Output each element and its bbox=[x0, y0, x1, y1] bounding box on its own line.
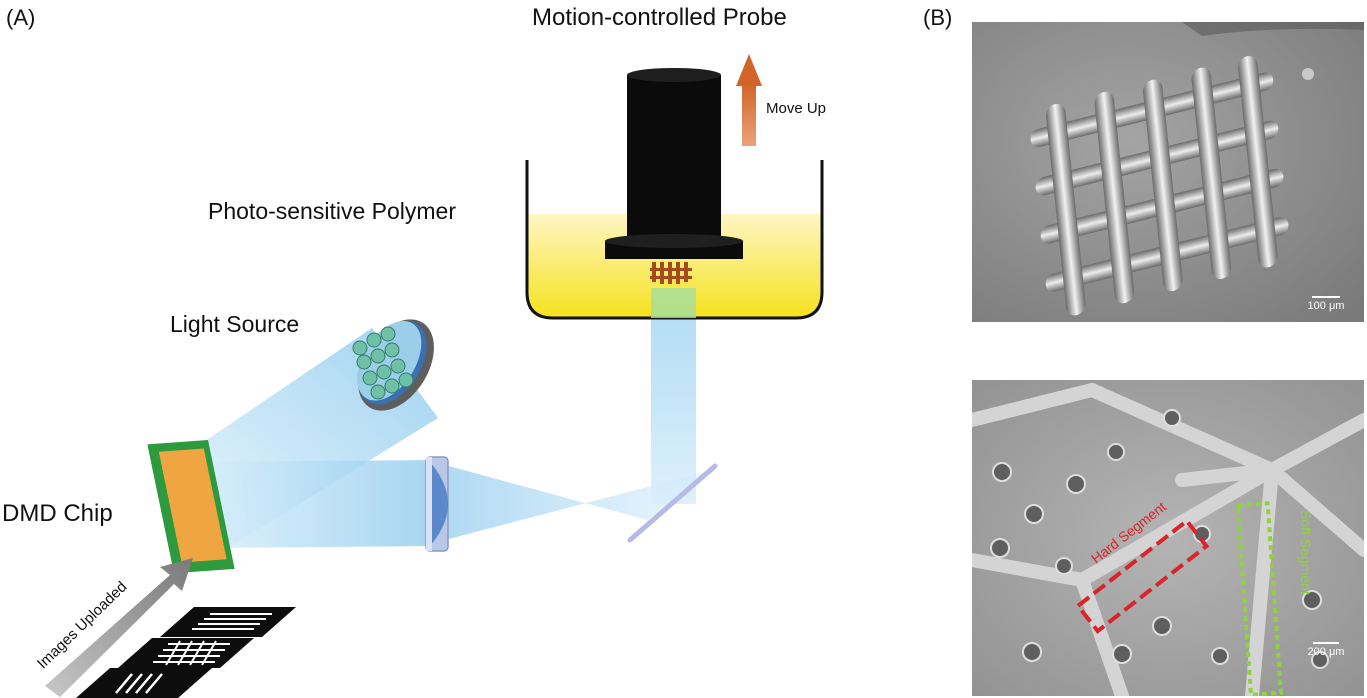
probe-cylinder bbox=[627, 75, 721, 255]
lens bbox=[425, 456, 449, 552]
panel-a-label: (A) bbox=[6, 5, 36, 30]
uploaded-image-3 bbox=[76, 668, 212, 698]
images-arrow bbox=[45, 558, 193, 697]
scale-label-100: 100 μm bbox=[1307, 300, 1345, 312]
uploaded-image-2 bbox=[118, 638, 254, 668]
scale-label-200: 200 μm bbox=[1307, 646, 1345, 658]
move-up-arrow-head bbox=[736, 54, 762, 86]
setup-schematic bbox=[45, 54, 824, 698]
move-up-arrow-shaft bbox=[742, 84, 756, 146]
printed-scaffold bbox=[650, 262, 692, 284]
resin bbox=[527, 214, 822, 318]
uploaded-image-1 bbox=[160, 607, 296, 637]
probe-plate-top bbox=[605, 234, 743, 248]
sem-image-network: Hard Segment Soft Segment 200 μm bbox=[972, 380, 1364, 696]
led-array bbox=[352, 326, 414, 400]
vertical-beam bbox=[651, 288, 696, 504]
scale-bar-100: 100 μm bbox=[1298, 296, 1354, 312]
probe-title: Motion-controlled Probe bbox=[532, 4, 787, 31]
polymer-label: Photo-sensitive Polymer bbox=[208, 198, 456, 224]
light-source-label: Light Source bbox=[170, 311, 300, 337]
panel-b-label: (B) bbox=[923, 5, 953, 30]
converging-beam bbox=[445, 465, 720, 540]
sem-image-lattice: 100 μm bbox=[972, 22, 1364, 322]
mirror bbox=[627, 463, 718, 543]
dmd-chip bbox=[147, 439, 235, 574]
soft-segment-label: Soft Segment bbox=[1298, 510, 1314, 595]
beam-in-resin bbox=[651, 288, 696, 318]
scale-bar-200: 200 μm bbox=[1298, 642, 1354, 658]
move-up-label: Move Up bbox=[766, 100, 827, 117]
probe-top bbox=[627, 68, 721, 82]
dmd-lens-beam bbox=[195, 460, 437, 548]
dmd-chip-label: DMD Chip bbox=[2, 500, 113, 527]
